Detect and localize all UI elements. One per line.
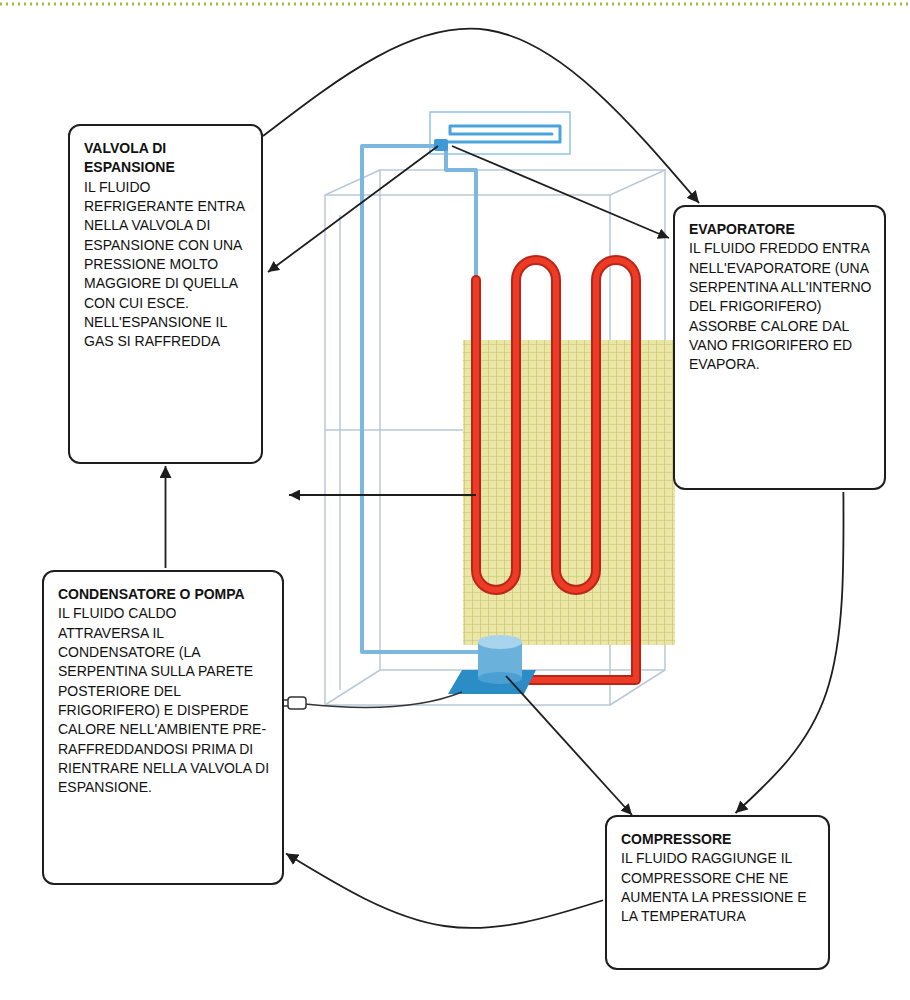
callout-body: IL FLUIDO FREDDO ENTRA NELL'EVAPORATORE … [689, 239, 872, 374]
leader-arrow [289, 494, 476, 496]
leader-arrow [506, 676, 632, 815]
power-plug [282, 692, 462, 709]
expansion-valve [434, 139, 448, 151]
condenser-grid [463, 340, 675, 645]
callout-heading: CONDENSATORE O POMPA [58, 585, 270, 604]
blue-pipe [362, 126, 560, 652]
callout-box: CONDENSATORE O POMPAIL FLUIDO CALDO ATTR… [42, 570, 284, 885]
callout-heading: COMPRESSORE [621, 830, 816, 849]
cycle-arrow [165, 466, 167, 568]
callout-box: COMPRESSOREIL FLUIDO RAGGIUNGE IL COMPRE… [605, 815, 830, 970]
callout-box: EVAPORATOREIL FLUIDO FREDDO ENTRA NELL'E… [673, 205, 886, 490]
leader-arrow [452, 146, 669, 238]
callout-box: VALVOLA DI ESPANSIONEIL FLUIDO REFRIGERA… [68, 124, 263, 464]
cycle-arrow [286, 854, 603, 928]
cycle-arrow [263, 29, 699, 203]
compressor [448, 635, 536, 694]
callout-heading: EVAPORATORE [689, 220, 872, 239]
callout-heading: VALVOLA DI ESPANSIONE [84, 139, 249, 178]
page-rule [0, 3, 910, 6]
callout-body: IL FLUIDO CALDO ATTRAVERSA IL CONDENSATO… [58, 604, 270, 797]
leader-arrows [268, 146, 669, 815]
cycle-arrow [736, 492, 844, 813]
leader-arrow [268, 146, 438, 272]
callout-body: IL FLUIDO RAGGIUNGE IL COMPRESSORE CHE N… [621, 849, 816, 926]
callout-body: IL FLUIDO REFRIGERANTE ENTRA NELLA VALVO… [84, 178, 249, 352]
condenser-coil [476, 260, 636, 680]
